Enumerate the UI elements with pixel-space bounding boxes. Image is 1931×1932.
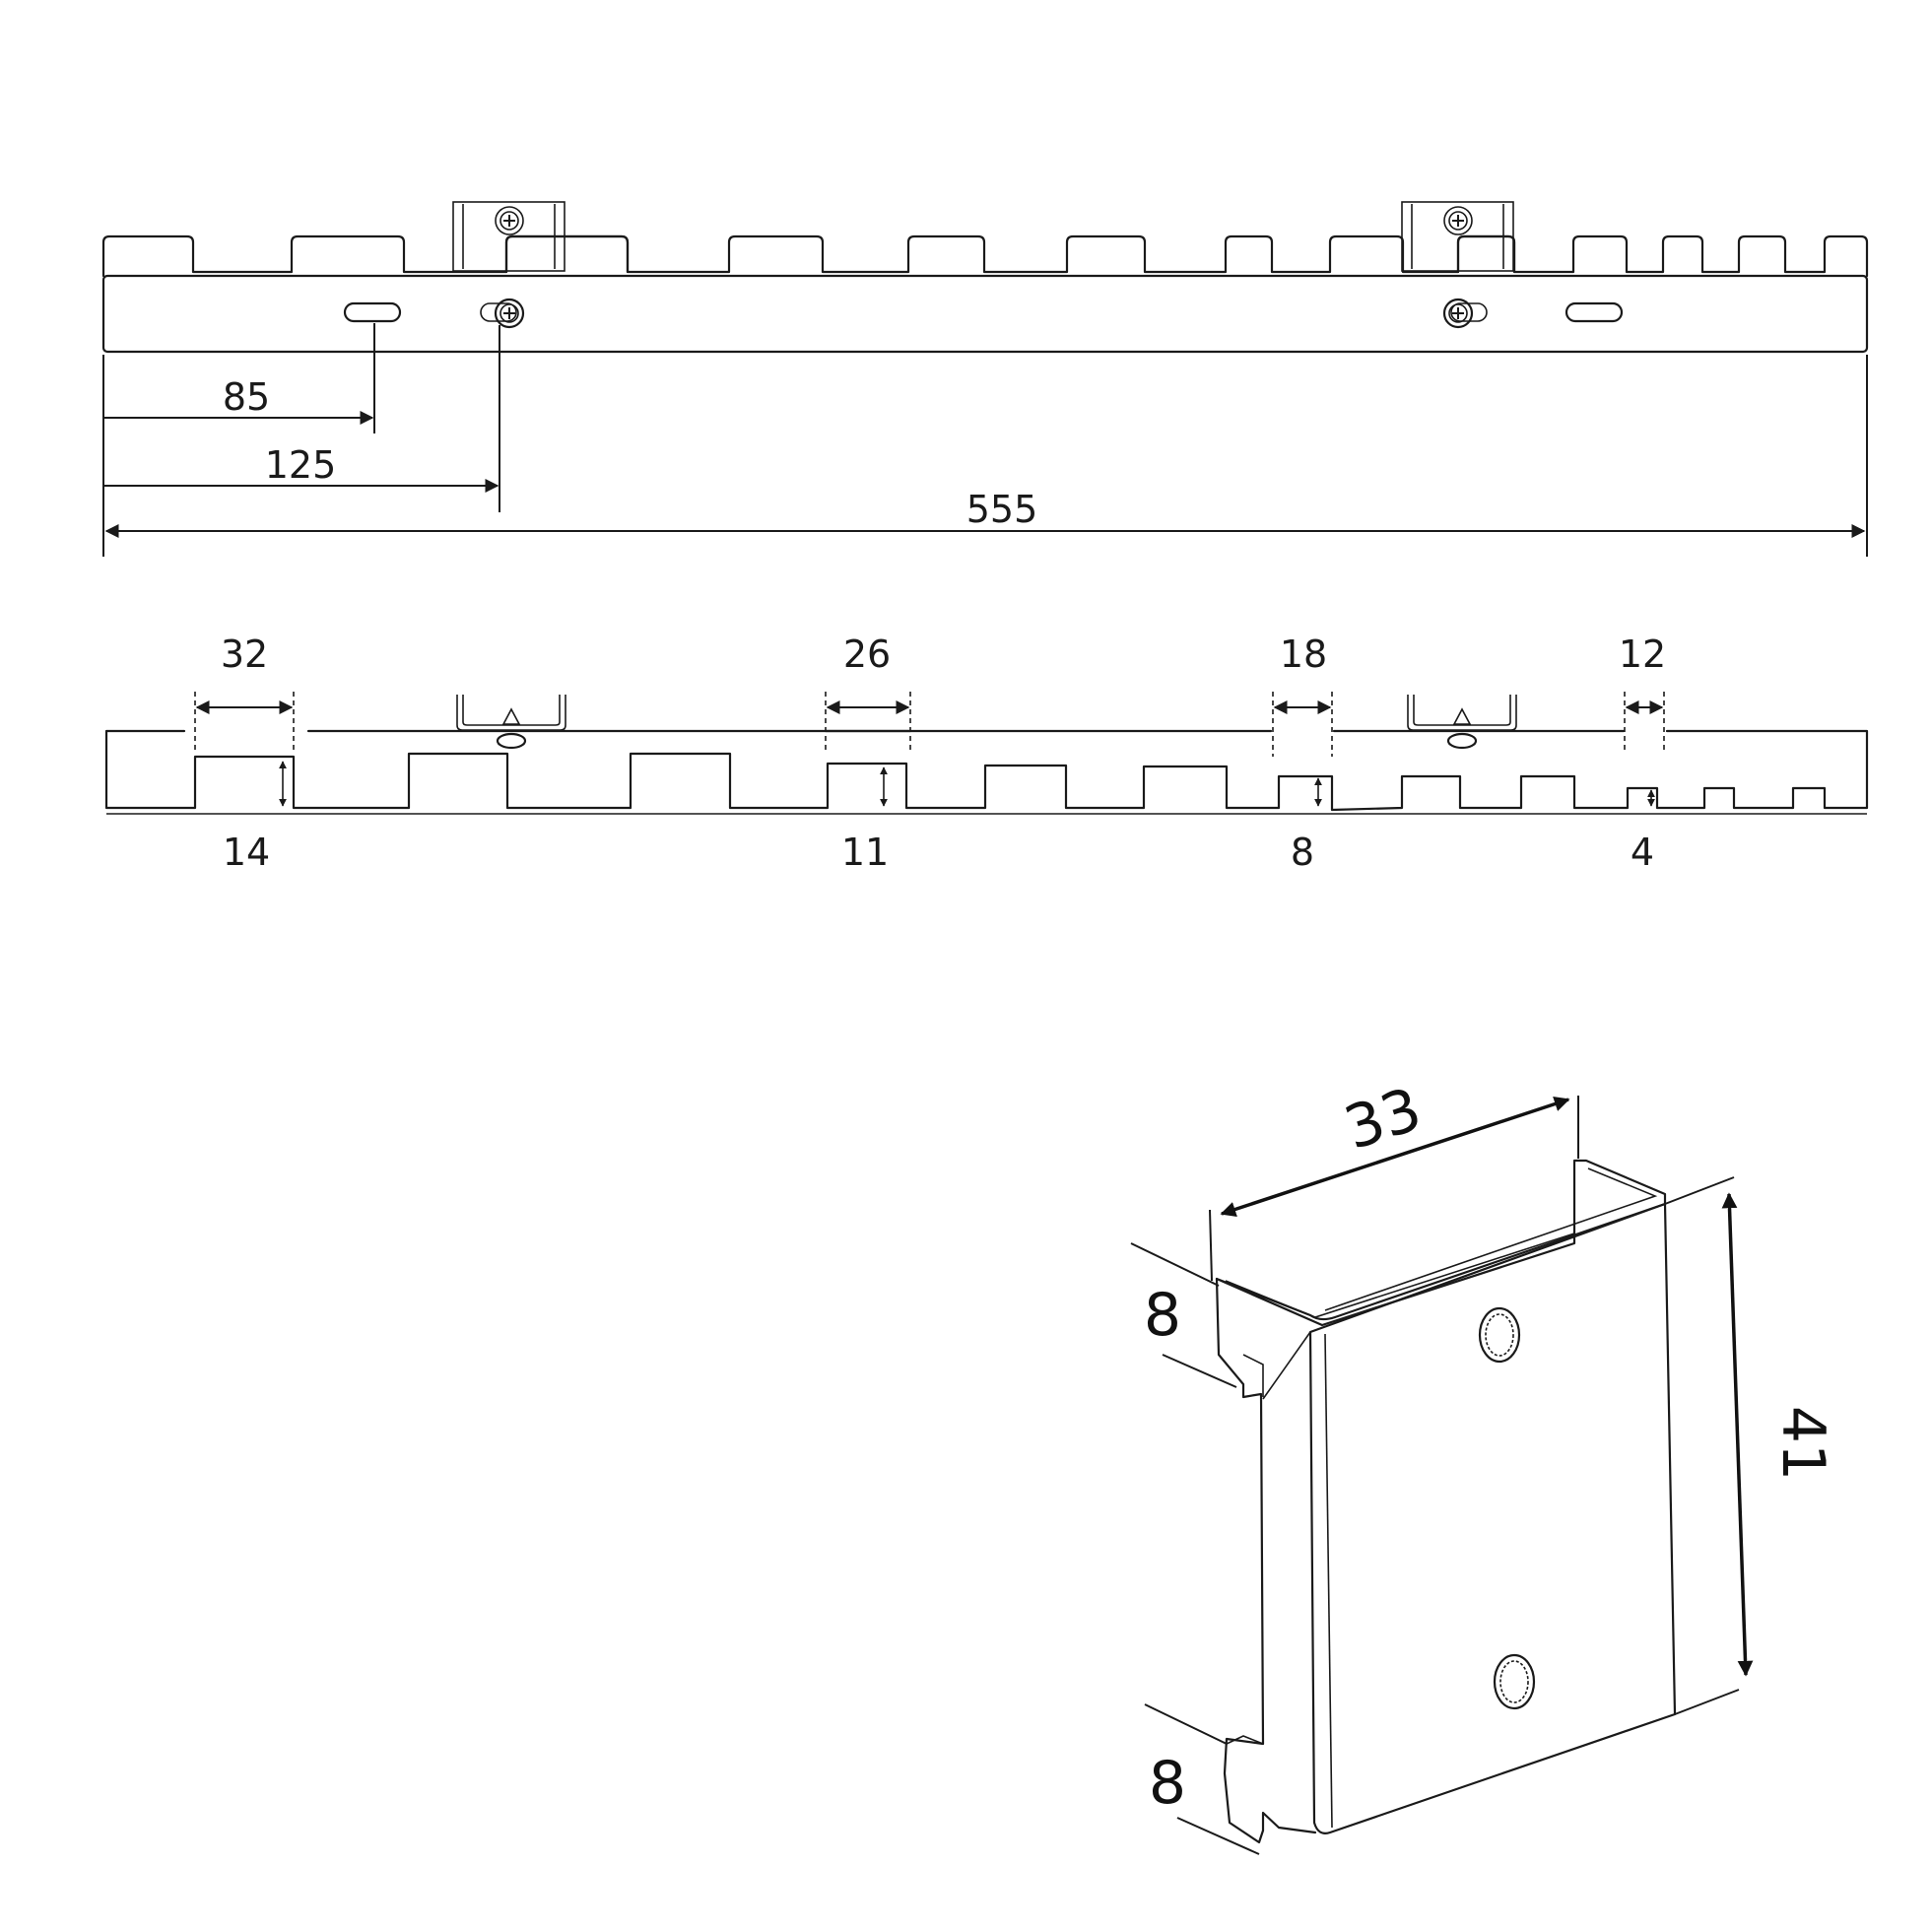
dim-label-555: 555 xyxy=(966,488,1038,531)
rail-front-view xyxy=(104,695,1869,815)
screw-icon xyxy=(1442,298,1488,329)
dim-label-85: 85 xyxy=(223,375,270,419)
slot-depth-label-14: 14 xyxy=(223,831,270,874)
slot-width-label-32: 32 xyxy=(221,633,268,676)
slot-depth-label-8: 8 xyxy=(1291,831,1314,874)
slot-depth-label-11: 11 xyxy=(841,831,889,874)
top-view-dimensions: 85 125 555 xyxy=(102,323,1868,557)
screw-icon xyxy=(1443,206,1473,235)
bracket-right xyxy=(1401,201,1516,274)
bracket-detail xyxy=(1215,1159,1677,1844)
bracket-height-label: 41 xyxy=(1768,1406,1837,1481)
dimension-line-41 xyxy=(1721,1192,1754,1677)
slot-depth-label-4: 4 xyxy=(1631,831,1654,874)
rail-body xyxy=(101,274,1869,354)
screw-icon xyxy=(495,206,524,235)
slot-width-label-26: 26 xyxy=(843,633,891,676)
bracket-dimensions: 33 41 8 8 xyxy=(1130,1075,1837,1855)
threaded-hole-icon xyxy=(1478,1306,1521,1364)
slot-width-label-18: 18 xyxy=(1280,633,1327,676)
mounting-slot-left xyxy=(343,301,402,323)
threaded-hole-icon xyxy=(1493,1653,1536,1710)
dim-label-125: 125 xyxy=(265,443,337,487)
bracket-left xyxy=(452,201,630,274)
rail-profile-outline xyxy=(104,729,1869,812)
front-view-dimensions: 32 26 18 12 14 11 8 4 xyxy=(194,633,1666,874)
dimension-line-33 xyxy=(1220,1096,1570,1218)
rail-top-view xyxy=(101,201,1869,354)
clip-icon xyxy=(456,695,566,750)
top-tab-label: 8 xyxy=(1144,1281,1181,1350)
mounting-slot-right xyxy=(1565,301,1624,323)
slot-width-label-12: 12 xyxy=(1619,633,1666,676)
clip-icon xyxy=(1407,695,1517,750)
screw-icon xyxy=(480,298,525,329)
bottom-tab-label: 8 xyxy=(1149,1749,1186,1818)
rail-teeth-outline xyxy=(101,234,1869,278)
